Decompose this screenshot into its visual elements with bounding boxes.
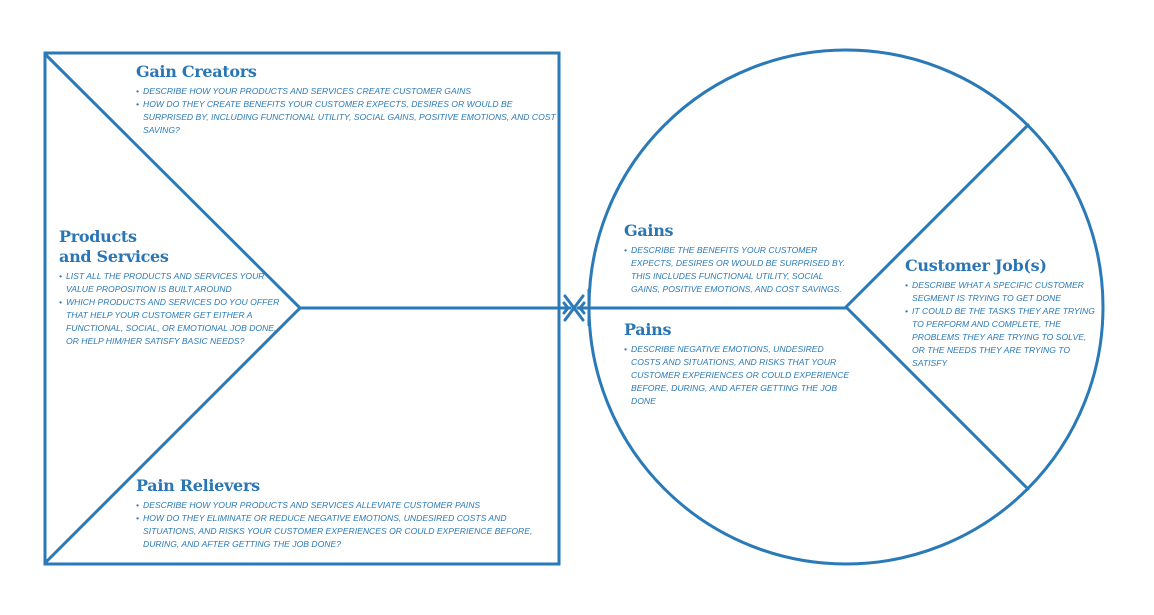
pains-section: Pains Describe negative emotions, undesi… [624, 320, 854, 408]
fit-arrows-icon [557, 288, 591, 327]
gains-bullet: Describe the benefits your customer expe… [624, 244, 849, 296]
products-services-section: Products and Services List all the produ… [59, 227, 289, 348]
gain-creators-section: Gain Creators Describe how your products… [136, 62, 556, 137]
pain-relievers-section: Pain Relievers Describe how your product… [136, 476, 556, 551]
gain-creators-bullet: How do they create benefits your custome… [136, 98, 556, 137]
pain-relievers-title: Pain Relievers [136, 476, 260, 495]
customer-jobs-bullet: Describe what a specific customer segmen… [905, 279, 1097, 305]
gains-title: Gains [624, 221, 674, 240]
pains-title: Pains [624, 320, 672, 339]
pain-relievers-bullet: Describe how your products and services … [136, 499, 556, 512]
customer-jobs-title: Customer Job(s) [905, 256, 1047, 275]
customer-jobs-section: Customer Job(s) Describe what a specific… [905, 256, 1097, 370]
products-services-bullet: Which products and services do you offer… [59, 296, 289, 348]
pain-relievers-bullet: How do they eliminate or reduce negative… [136, 512, 556, 551]
circle-divider [843, 123, 1030, 491]
gain-creators-title: Gain Creators [136, 62, 257, 81]
products-services-title-1: Products [59, 227, 137, 246]
gains-section: Gains Describe the benefits your custome… [624, 221, 849, 296]
pains-bullet: Describe negative emotions, undesired co… [624, 343, 854, 408]
gain-creators-bullet: Describe how your products and services … [136, 85, 556, 98]
products-services-title-2: and Services [59, 247, 169, 266]
products-services-bullet: List all the products and services your … [59, 270, 289, 296]
customer-jobs-bullet: It could be the tasks they are trying to… [905, 305, 1097, 370]
